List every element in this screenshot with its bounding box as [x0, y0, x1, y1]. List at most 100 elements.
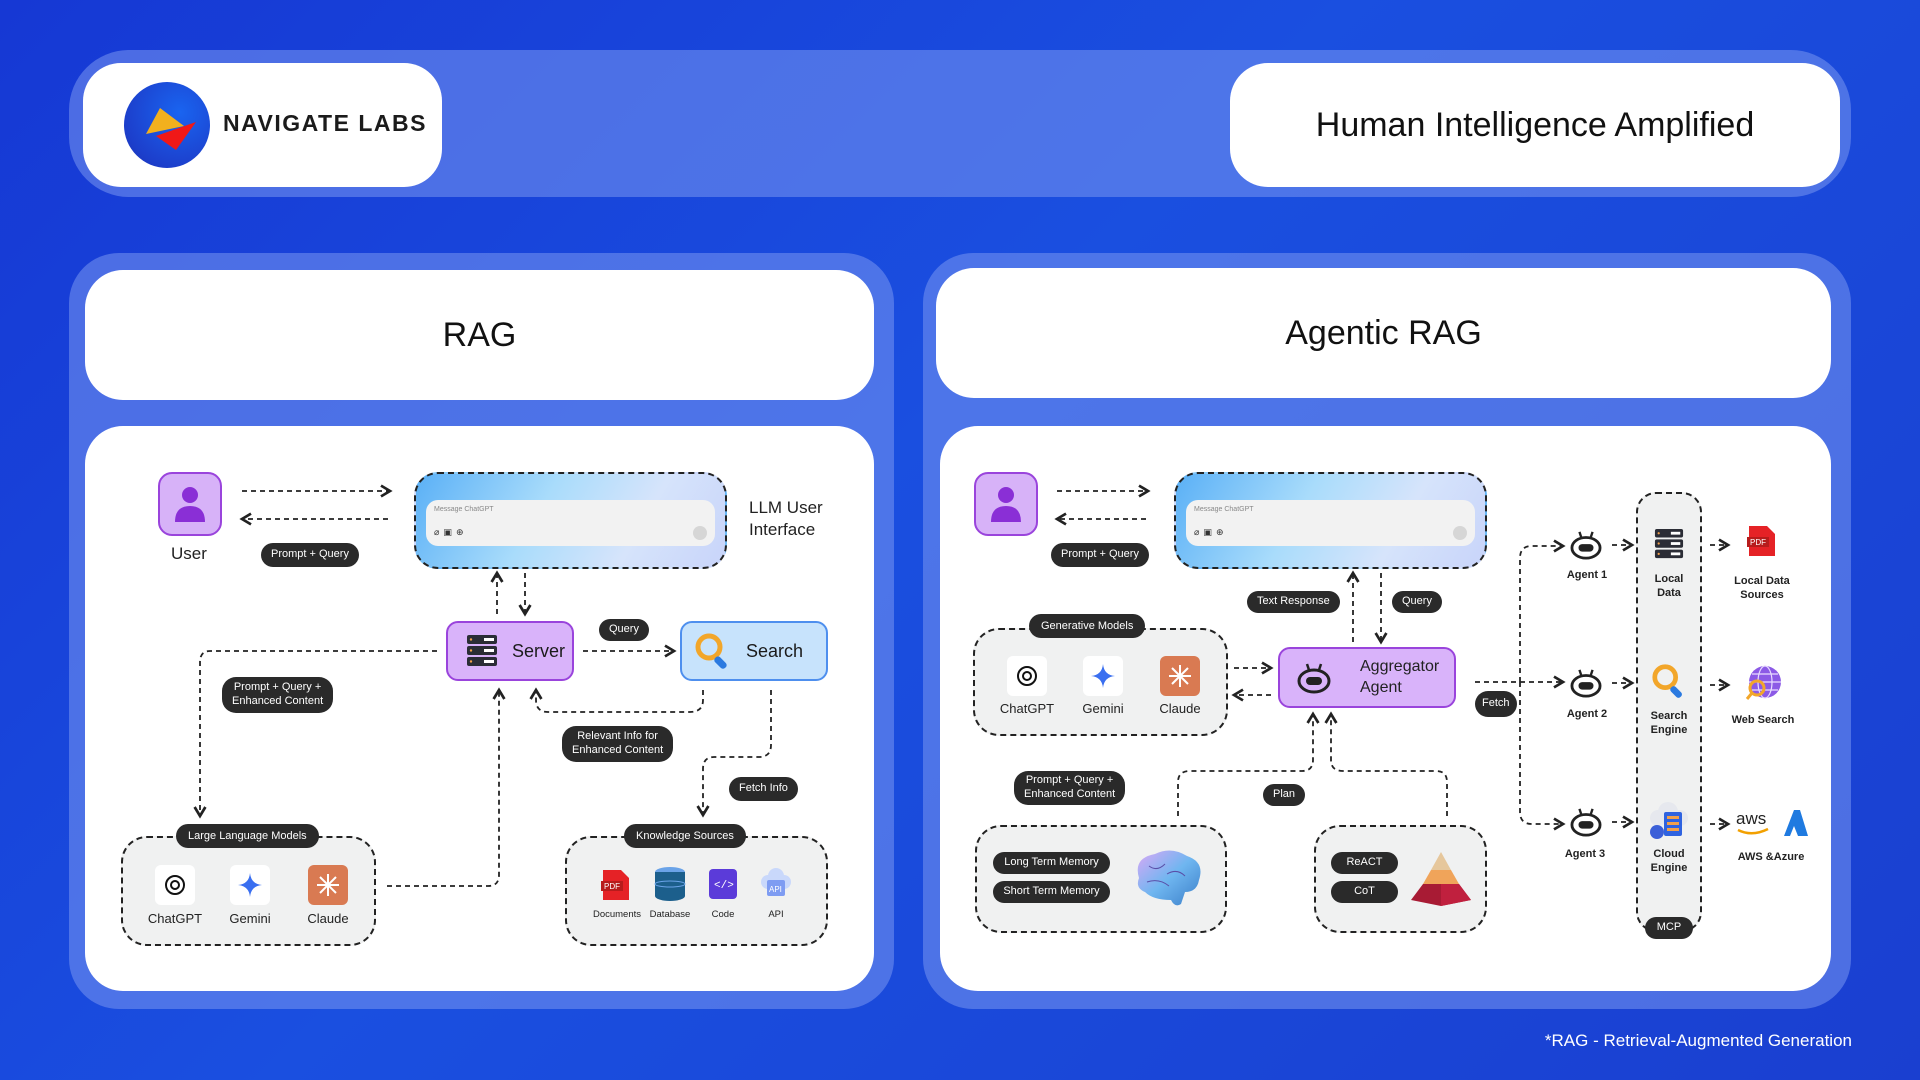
search-icon [695, 633, 727, 669]
agentic-llm-ui-box: Message ChatGPT ⌀▣⊕ [1174, 472, 1487, 569]
paperclip-icon[interactable]: ⌀ [1194, 527, 1204, 537]
globe-icon[interactable]: ⊕ [455, 527, 468, 537]
gemini-icon [230, 865, 270, 905]
agent-1-robot-icon [1569, 530, 1603, 565]
agentic-message-input[interactable]: Message ChatGPT ⌀▣⊕ [1186, 500, 1475, 546]
rag-fetch-info-pill: Fetch Info [729, 777, 798, 801]
rag-knowledge-group-title: Knowledge Sources [624, 824, 746, 848]
brand-name: NAVIGATE LABS [223, 110, 427, 136]
cot-pill: CoT [1331, 881, 1398, 903]
knowledge-label: Database [649, 909, 691, 920]
paperclip-icon[interactable]: ⌀ [434, 527, 444, 537]
agent-3-robot-icon [1569, 807, 1603, 842]
web-search-label: Web Search [1731, 714, 1795, 726]
local-data-server-icon [1654, 528, 1684, 565]
server-icon [467, 635, 497, 666]
api-cloud-icon: API [760, 866, 792, 905]
rag-llm-ui-box: Message ChatGPT ⌀▣⊕ [414, 472, 727, 569]
agentic-prompt-query-pill: Prompt + Query [1051, 543, 1149, 567]
pill-line: Enhanced Content [572, 744, 664, 756]
agentic-plan-pill: Plan [1263, 784, 1306, 806]
react-pill: ReACT [1331, 852, 1398, 874]
pyramid-icon [1409, 850, 1473, 911]
cloud-engine-icon [1648, 800, 1690, 845]
robot-icon [1297, 663, 1331, 693]
rag-query-pill: Query [599, 619, 649, 641]
database-icon [653, 866, 687, 907]
user-icon [175, 487, 205, 522]
send-button[interactable] [693, 526, 707, 540]
agentic-user-box [974, 472, 1038, 536]
pill-line: Enhanced Content [232, 695, 324, 707]
rag-prompt-enhanced-pill: Prompt + Query +Enhanced Content [222, 677, 334, 713]
claude-icon [1160, 656, 1200, 696]
rag-llm-label: Claude [307, 911, 349, 926]
agent-3-label: Agent 3 [1564, 848, 1606, 860]
gen-model-label: Gemini [1082, 701, 1124, 716]
globe-icon[interactable]: ⊕ [1215, 527, 1228, 537]
navigate-labs-logo [124, 82, 210, 168]
long-term-memory-pill: Long Term Memory [993, 852, 1110, 874]
svg-text:</>: </> [714, 880, 734, 892]
aggregator-agent-node: Aggregator Agent [1278, 647, 1456, 708]
claude-icon [308, 865, 348, 905]
label-line: Local Data [1734, 575, 1790, 587]
rag-message-placeholder: Message ChatGPT [434, 506, 494, 513]
gemini-icon [1083, 656, 1123, 696]
chatgpt-icon [155, 865, 195, 905]
agentic-rag-title: Agentic RAG [936, 268, 1831, 398]
send-button[interactable] [1453, 526, 1467, 540]
agentic-message-placeholder: Message ChatGPT [1194, 506, 1254, 513]
rag-search-node: Search [680, 621, 828, 681]
rag-llm-ui-label: LLM User Interface [749, 497, 823, 541]
pill-line: Relevant Info for [577, 730, 658, 743]
tagline: Human Intelligence Amplified [1230, 63, 1840, 187]
pill-line: Prompt + Query + [1025, 774, 1114, 787]
rag-message-input[interactable]: Message ChatGPT ⌀▣⊕ [426, 500, 715, 546]
aggregator-label-line1: Aggregator [1360, 657, 1440, 675]
code-icon: </> [708, 868, 738, 905]
agentic-query-pill: Query [1392, 591, 1442, 613]
rag-title: RAG [85, 270, 874, 400]
rag-server-node: Server [446, 621, 574, 681]
label-line: Sources [1740, 589, 1784, 602]
chatgpt-icon [1007, 656, 1047, 696]
aws-azure-label: AWS &Azure [1737, 851, 1805, 863]
label-line: Engine [1650, 862, 1688, 875]
agent-2-label: Agent 2 [1566, 708, 1608, 720]
rag-search-label: Search [746, 640, 804, 661]
agent-1-label: Agent 1 [1566, 569, 1608, 581]
brain-icon [1131, 848, 1205, 915]
calendar-icon[interactable]: ▣ [443, 527, 456, 537]
gen-model-label: Claude [1159, 701, 1201, 716]
short-term-memory-pill: Short Term Memory [993, 881, 1110, 903]
rag-llm-label: ChatGPT [147, 911, 203, 926]
user-icon [991, 487, 1021, 522]
agentic-reasoning-group [1314, 825, 1487, 933]
agentic-input-icons: ⌀▣⊕ [1194, 527, 1227, 538]
pill-line: Enhanced Content [1024, 788, 1116, 800]
knowledge-label: Documents [592, 909, 642, 920]
rag-llm-ui-label-line1: LLM User [749, 498, 823, 517]
rag-server-label: Server [512, 640, 566, 661]
calendar-icon[interactable]: ▣ [1203, 527, 1216, 537]
rag-user-label: User [171, 544, 207, 563]
rag-llm-label: Gemini [229, 911, 271, 926]
rag-user-box [158, 472, 222, 536]
agent-2-robot-icon [1569, 668, 1603, 703]
mcp-column [1636, 492, 1702, 932]
rag-llm-ui-label-line2: Interface [749, 520, 816, 540]
svg-text:API: API [769, 885, 782, 894]
knowledge-label: Code [711, 909, 735, 920]
label-line: Data [1657, 587, 1681, 600]
pill-line: Prompt + Query + [233, 681, 322, 694]
aggregator-label-line2: Agent [1360, 678, 1402, 696]
rag-input-icons: ⌀▣⊕ [434, 527, 467, 538]
aws-azure-icon: aws [1736, 806, 1810, 845]
gen-model-label: ChatGPT [999, 701, 1055, 716]
